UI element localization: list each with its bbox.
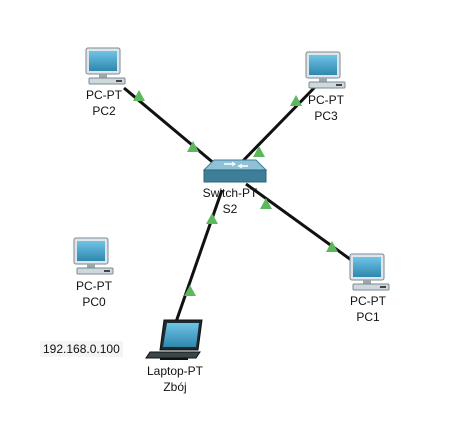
link-status-up-icon — [290, 95, 302, 106]
laptop-name-label: Zbój — [163, 380, 187, 394]
link-pc1-switch[interactable] — [245, 182, 355, 264]
link-status-up-icon — [206, 213, 218, 224]
pc0-type-label: PC-PT — [76, 279, 112, 293]
laptop-type-label: Laptop-PT — [146, 364, 204, 378]
pc3-icon[interactable] — [305, 51, 346, 89]
switch-name-label: S2 — [222, 202, 238, 216]
pc1-name-label: PC1 — [356, 310, 380, 324]
switch-type-label: Switch-PT — [202, 186, 258, 200]
link-status-up-icon — [184, 285, 196, 296]
switch-icon[interactable] — [202, 159, 268, 183]
pc0-name-label: PC0 — [82, 295, 106, 309]
link-status-layer — [133, 90, 338, 296]
link-status-up-icon — [253, 146, 265, 157]
pc1-type-label: PC-PT — [350, 294, 386, 308]
ip-address-note[interactable]: 192.168.0.100 — [40, 341, 123, 357]
link-status-up-icon — [133, 90, 145, 101]
pc2-name-label: PC2 — [92, 104, 116, 118]
pc3-name-label: PC3 — [314, 109, 338, 123]
link-pc3-switch[interactable] — [234, 84, 318, 170]
link-laptop-switch[interactable] — [174, 189, 224, 323]
pc2-type-label: PC-PT — [86, 88, 122, 102]
pc2-icon[interactable] — [85, 47, 126, 85]
link-status-up-icon — [260, 198, 272, 209]
link-pc2-switch[interactable] — [123, 86, 223, 172]
links-layer — [123, 84, 355, 323]
link-status-up-icon — [187, 141, 199, 152]
pc3-type-label: PC-PT — [308, 93, 344, 107]
link-status-up-icon — [326, 241, 338, 252]
pc1-icon[interactable] — [349, 253, 390, 291]
laptop-icon[interactable] — [145, 319, 203, 360]
pc0-icon[interactable] — [73, 237, 114, 275]
